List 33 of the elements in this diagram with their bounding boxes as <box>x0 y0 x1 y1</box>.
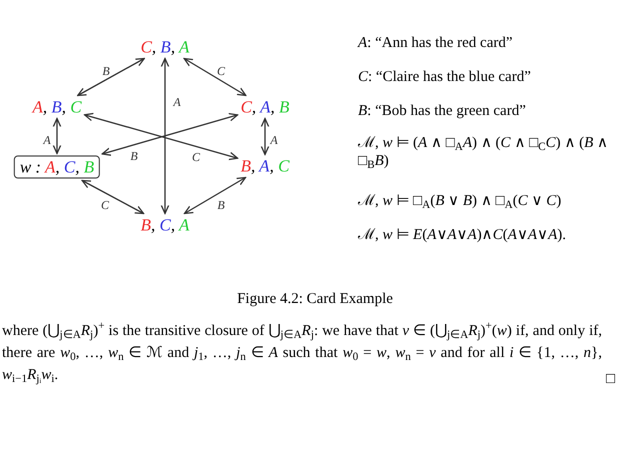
double-arrow <box>260 118 270 156</box>
double-arrow <box>84 112 238 160</box>
edge-label: A <box>43 134 51 146</box>
double-arrow <box>184 58 246 96</box>
edge-label: C <box>217 65 225 77</box>
double-arrow <box>77 58 145 96</box>
world-label: C, A, B <box>240 98 290 116</box>
proposition-text: C: “Claire has the blue card” <box>358 68 532 87</box>
double-arrow <box>52 118 62 154</box>
double-arrow <box>184 176 246 214</box>
proposition-text: A: “Ann has the red card” <box>358 34 514 53</box>
paragraph-text: where (⋃$_{j∈A}$R$_{j}$)$^{+}$ is the transitive closure of ⋃$_{j∈A}$R$_{j}$: we have that v ∈ (⋃$_{j∈A}$R$_{j}$)$^{+}$(w) if, and only if, there are w$_{0}$, …, w$_{n}$ ∈ ℳ and j$_{1}$, …, j$_{n}$ ∈A such that w$_{0}$ = w, w$_{n}$ = v and for all i ∈ {1, …, n}, w$_{i−1}$R$_{jᵢ}$w$_{i}$. <box>2 320 602 386</box>
formula-text: ℳ, w ⊨ (A ∧ □$_{A}$A) ∧ (C ∧ □$_{C}$C) ∧ (B ∧ □$_{B}$B) <box>358 134 610 170</box>
world-label: B, C, A <box>140 216 190 234</box>
double-arrow <box>102 113 238 156</box>
formula-text: ℳ, w ⊨ E(A∨A∨A)∧C(A∨A∨A). <box>358 226 567 245</box>
edge-label: A <box>270 134 278 146</box>
edge-label: B <box>217 199 225 211</box>
qed-symbol: □ <box>606 370 616 389</box>
proposition-text: B: “Bob has the green card” <box>358 102 527 121</box>
figure-caption: Figure 4.2: Card Example <box>236 290 394 309</box>
world-label: C, B, A <box>140 38 190 56</box>
world-label: A, B, C <box>31 98 83 116</box>
edge-label: A <box>173 96 181 108</box>
world-box: w : A, C, B <box>14 156 100 178</box>
world-label: B, A, C <box>240 156 290 176</box>
formula-text: ℳ, w ⊨ □$_{A}$(B ∨ B) ∧ □$_{A}$(C ∨ C) <box>358 192 562 212</box>
edge-label: B <box>130 150 138 162</box>
edge-label: B <box>102 65 110 77</box>
double-arrow <box>160 58 170 214</box>
edge-label: C <box>101 199 109 211</box>
double-arrow <box>82 180 144 214</box>
edge-label: C <box>192 151 200 163</box>
